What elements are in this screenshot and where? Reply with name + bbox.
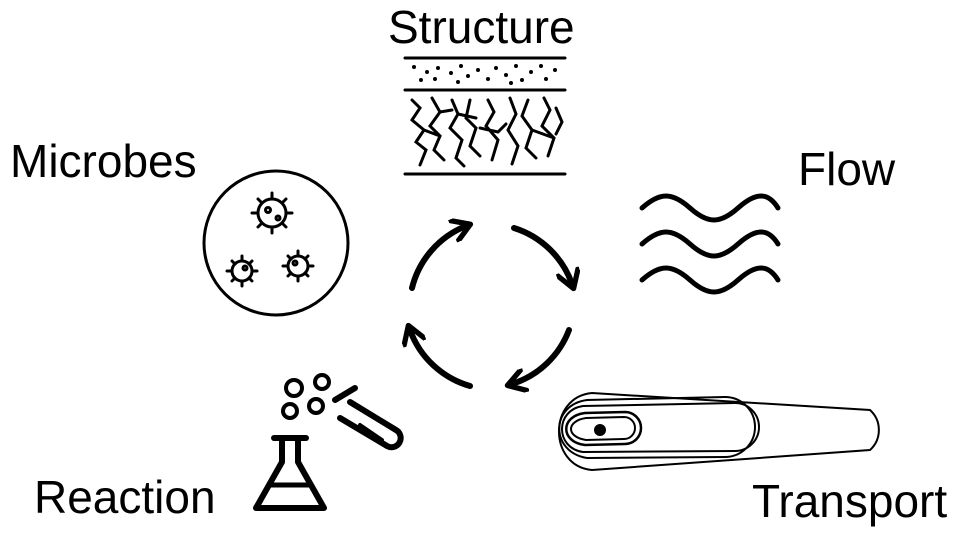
plume-transport-icon xyxy=(558,391,880,472)
cycle-arrow-top-left xyxy=(409,226,466,291)
microbe-small-left xyxy=(225,254,259,288)
microbes-dish-icon xyxy=(202,169,350,317)
cycle-arrow-bottom-right xyxy=(512,327,572,384)
flask-test-tube-icon xyxy=(253,373,404,511)
bubbles-icon xyxy=(281,373,331,420)
microbe-small-right xyxy=(281,249,315,283)
cycle-arrow-bottom-left xyxy=(410,330,473,389)
flow-label: Flow xyxy=(798,143,896,195)
structure-label: Structure xyxy=(388,1,575,53)
wavy-flow-icon xyxy=(639,193,781,295)
microbe-large xyxy=(250,191,294,235)
test-tube-icon xyxy=(332,385,404,451)
cycle-arrow-top-right xyxy=(511,225,572,284)
soil-layers-icon xyxy=(403,56,567,176)
flask-icon xyxy=(253,435,327,511)
transport-label: Transport xyxy=(752,475,948,527)
microbes-label: Microbes xyxy=(10,135,197,187)
cycle-arrows-icon xyxy=(410,226,572,386)
reaction-label: Reaction xyxy=(34,471,216,523)
